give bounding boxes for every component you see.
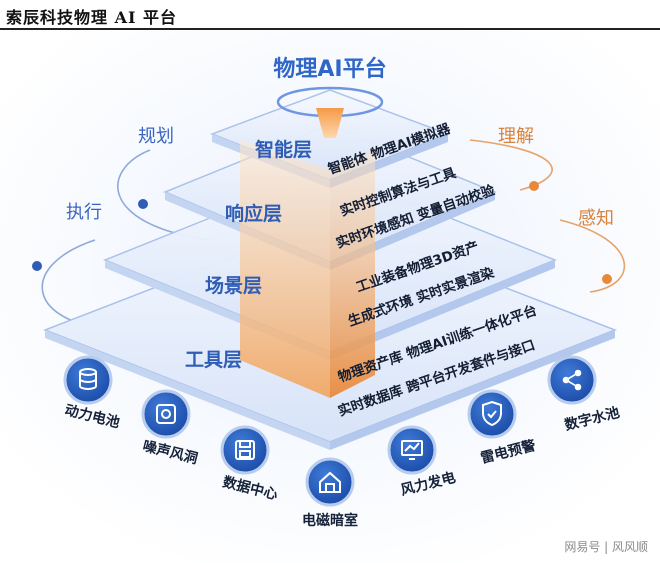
platform-beam — [316, 108, 344, 138]
orbit-dot-plan — [138, 199, 148, 209]
monitor-chart-icon — [401, 440, 423, 460]
page-title: 索辰科技物理 AI 平台 — [6, 8, 178, 27]
home-shield-icon — [319, 471, 341, 493]
database-icon — [79, 368, 97, 390]
node-anechoic-chamber: 电磁暗室 — [302, 457, 358, 529]
orbit-dot-perceive — [602, 274, 612, 284]
orbit-label-understand: 理解 — [498, 126, 534, 147]
physical-ai-platform-diagram: 物理AI平台 规划 执行 理解 感知 智能层 响应层 场景层 工具层 智能体 物… — [0, 30, 660, 563]
orbit-label-plan: 规划 — [138, 126, 174, 147]
central-pillar — [240, 140, 375, 398]
header-rule — [0, 28, 660, 30]
page-header: 索辰科技物理 AI 平台 — [0, 0, 660, 30]
orbit-dot-execute — [32, 261, 42, 271]
wind-tunnel-icon — [156, 404, 176, 424]
watermark: 网易号 | 风风顺 — [564, 540, 648, 554]
layer-label-intelligence: 智能层 — [255, 138, 312, 161]
pillar-front-face — [240, 140, 330, 398]
orbit-label-perceive: 感知 — [578, 208, 614, 229]
platform-title: 物理AI平台 — [273, 56, 386, 82]
orbit-dot-understand — [529, 181, 539, 191]
pillar-side-face — [330, 148, 375, 398]
share-icon — [562, 369, 582, 391]
shield-check-icon — [482, 400, 502, 427]
platform-top: 物理AI平台 — [273, 56, 387, 138]
layer-label-scene: 场景层 — [205, 275, 262, 297]
layer-label-tool: 工具层 — [185, 349, 242, 371]
orbit-label-execute: 执行 — [66, 202, 102, 223]
node-label-anechoic-chamber: 电磁暗室 — [302, 512, 358, 529]
layer-label-response: 响应层 — [225, 202, 282, 225]
save-icon — [235, 440, 255, 460]
orbit-perceive-arc — [559, 219, 626, 293]
